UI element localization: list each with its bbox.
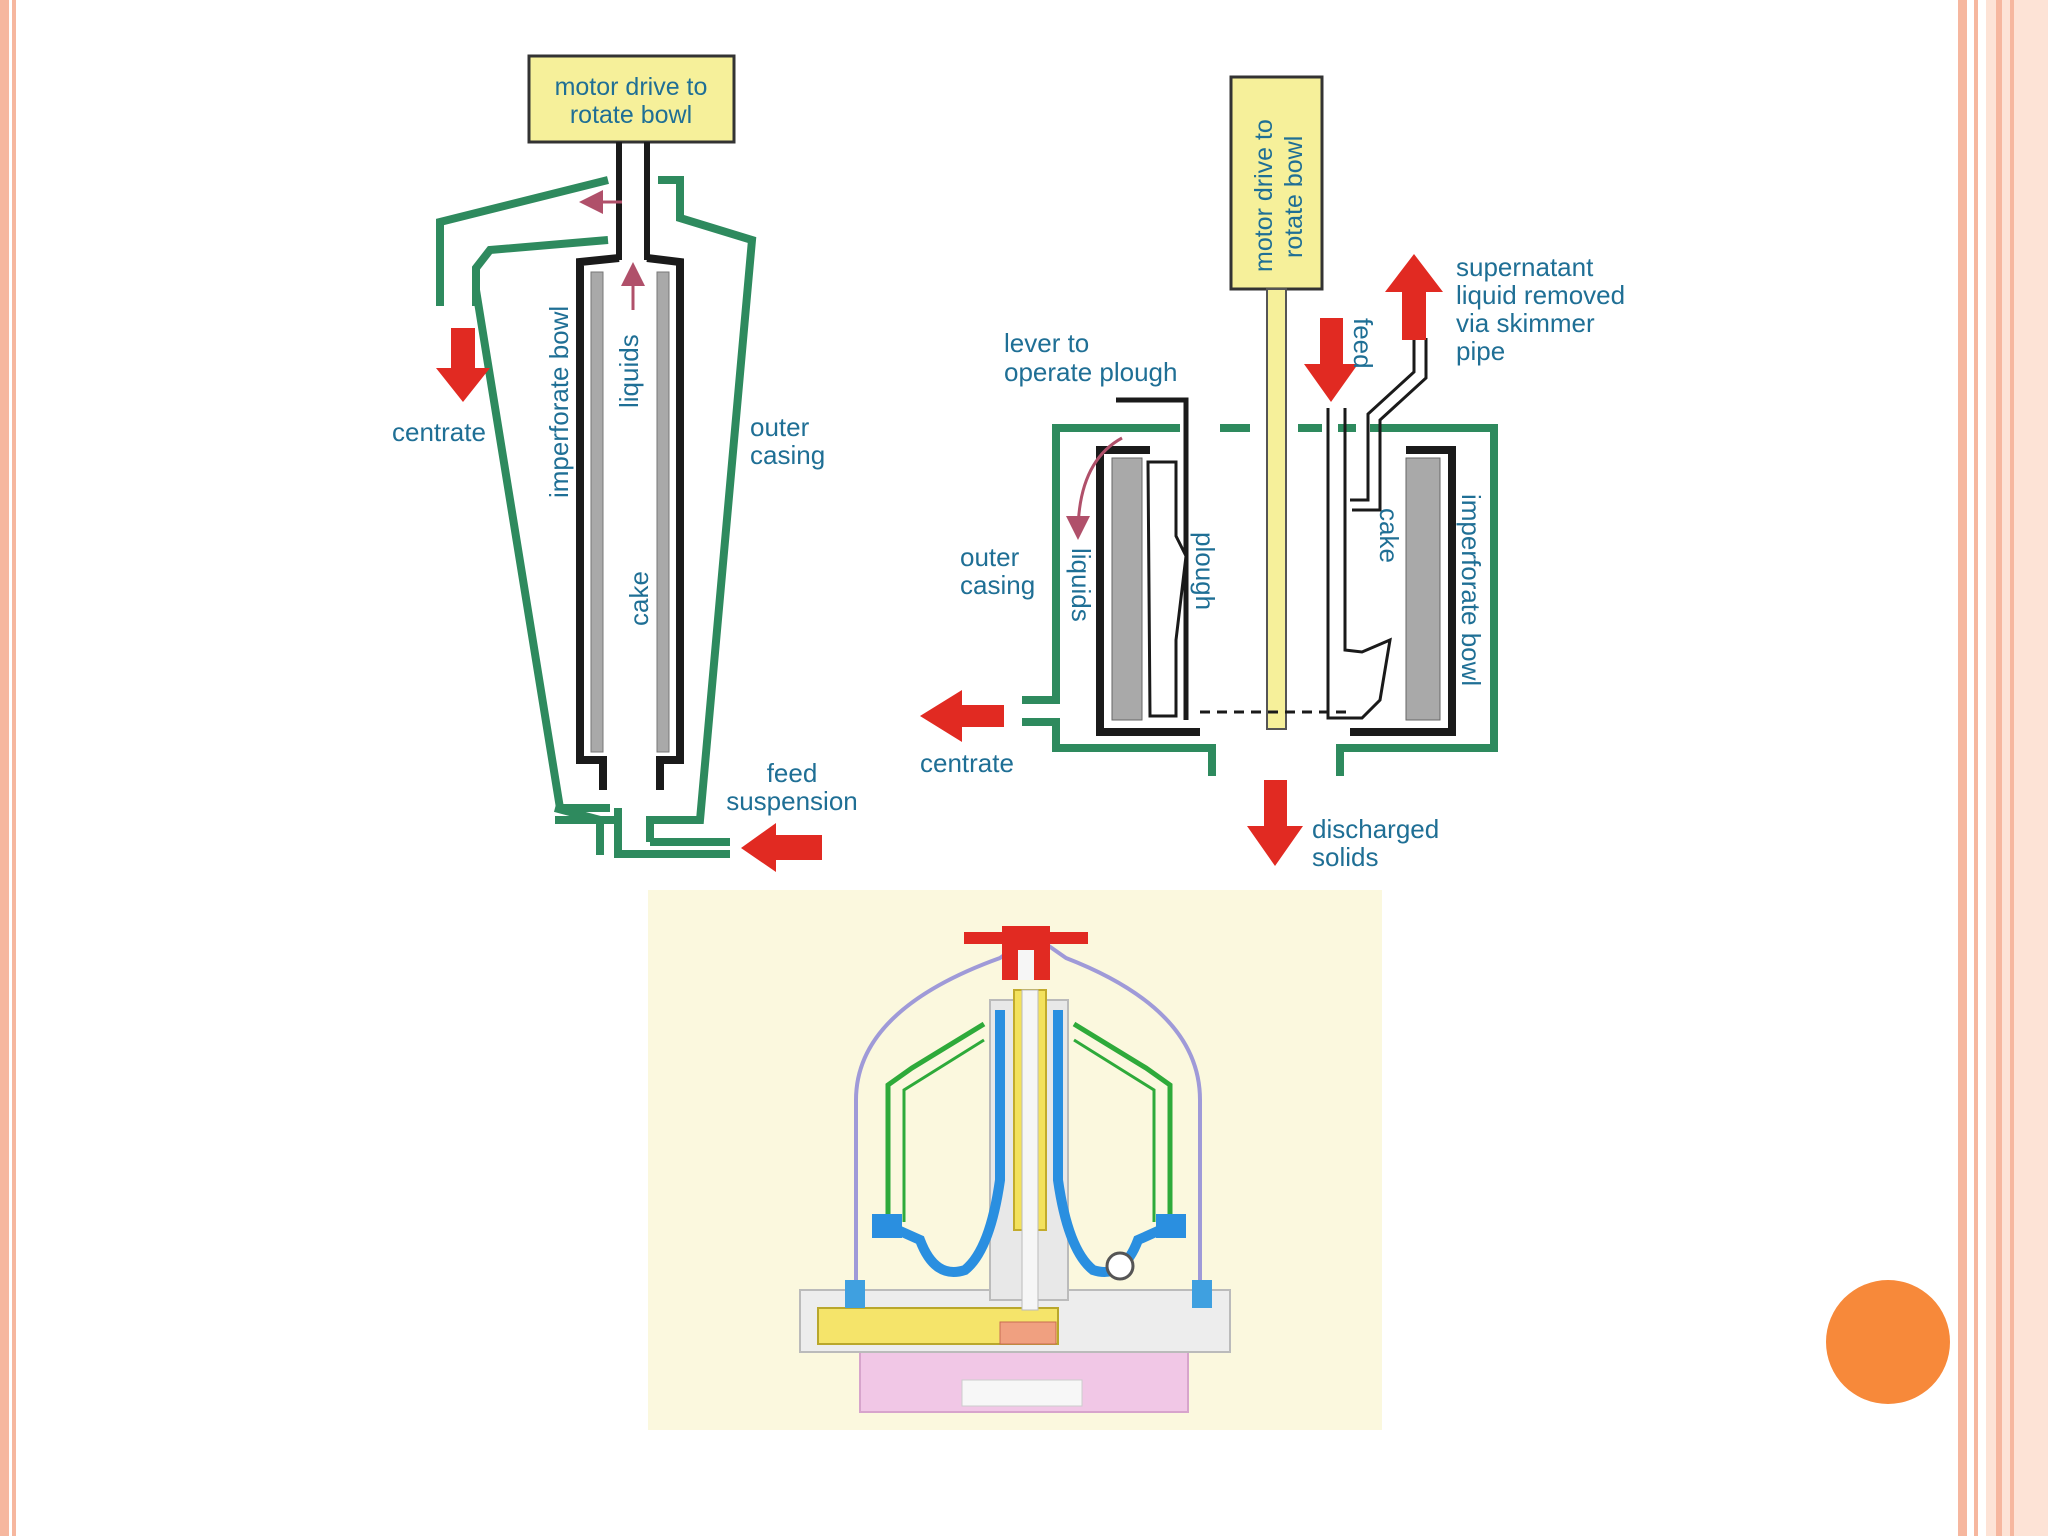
frame-stripe	[1996, 0, 2002, 1536]
cake-label: cake	[624, 571, 654, 626]
motor-drive-label: motor drive to	[555, 73, 708, 101]
feed-arrow	[1304, 318, 1358, 402]
frame-stripe	[2010, 0, 2014, 1536]
outer-casing	[436, 176, 757, 858]
slide-accent-dot	[1826, 1280, 1950, 1404]
green-disc-holder	[902, 1038, 985, 1222]
skimmer-pipe	[1352, 338, 1428, 512]
plough-lever	[1116, 397, 1189, 720]
outer-casing-label: casing	[750, 440, 825, 470]
cake-layer	[590, 271, 604, 753]
frame-stripe	[1958, 0, 1967, 1536]
centrate-label: centrate	[392, 417, 486, 447]
blue-distributor	[877, 1010, 1005, 1277]
discharged-solids-label: discharged	[1312, 814, 1439, 844]
motor-drive-label: rotate bowl	[1280, 136, 1308, 258]
tubular-centrifuge-diagram: motor drive to rotate bowl	[392, 54, 858, 872]
top-fitting-core	[1018, 950, 1034, 980]
imperforate-bowl-label: imperforate bowl	[1456, 494, 1486, 686]
plough-centrifuge-diagram: motor drive to rotate bowl	[920, 75, 1625, 872]
frame-stripe	[1974, 0, 1978, 1536]
blue-bracket	[1156, 1214, 1186, 1238]
supernatant-label: via skimmer	[1456, 308, 1595, 338]
skimmer-pipe	[1350, 338, 1416, 502]
discharged-solids-label: solids	[1312, 842, 1378, 872]
centrate-arrow	[436, 328, 490, 402]
frame-stripe	[0, 0, 9, 1536]
feed-suspension-label: suspension	[726, 786, 858, 816]
liquids-flow-arrow	[1066, 436, 1123, 540]
feed-pipe	[1326, 408, 1392, 720]
feed-suspension-label: feed	[767, 758, 818, 788]
plough-label: plough	[1190, 532, 1220, 610]
imperforate-bowl	[1096, 446, 1456, 736]
outer-casing	[1022, 424, 1498, 776]
liquids-label: liquids	[614, 334, 644, 408]
cake-layer	[656, 271, 670, 753]
cake-layer	[1111, 457, 1143, 721]
green-disc-holder	[885, 1021, 986, 1222]
ball-valve	[1105, 1251, 1135, 1281]
bowl-cover-base	[845, 1280, 865, 1308]
outer-casing-label: outer	[960, 542, 1020, 572]
imperforate-bowl-label: imperforate bowl	[544, 306, 574, 498]
frame-stripe	[12, 0, 16, 1536]
supernatant-label: supernatant	[1456, 252, 1594, 282]
base-slots	[961, 1379, 1083, 1407]
liquids-label: liquids	[1066, 548, 1096, 622]
lever-label: lever to	[1004, 328, 1089, 358]
centrate-arrow	[920, 690, 1004, 742]
bowl-cover-base	[1192, 1280, 1212, 1308]
centre-shaft-core	[1021, 989, 1039, 1311]
cake-layer	[1405, 457, 1441, 721]
outer-casing-label: outer	[750, 412, 810, 442]
imperforate-bowl	[576, 254, 684, 790]
drive-spindle-red	[999, 1321, 1057, 1345]
cake-label: cake	[1374, 508, 1404, 563]
motor-drive-box	[1229, 75, 1324, 291]
supernatant-label: liquid removed	[1456, 280, 1625, 310]
blue-bracket	[872, 1214, 902, 1238]
supernatant-arrow	[1385, 254, 1443, 340]
plough	[1146, 460, 1188, 718]
supernatant-label: pipe	[1456, 336, 1505, 366]
motor-drive-label: rotate bowl	[570, 101, 692, 129]
feed-arrow	[741, 823, 822, 872]
disc-centrifuge-cross-section	[648, 890, 1382, 1430]
green-disc-holder	[1073, 1038, 1156, 1222]
discharged-solids-arrow	[1247, 780, 1303, 866]
drive-shaft	[1266, 288, 1287, 730]
feed-label: feed	[1348, 318, 1378, 369]
lever-label: operate plough	[1004, 357, 1177, 387]
motor-drive-label: motor drive to	[1250, 119, 1278, 272]
green-disc-holder	[1072, 1021, 1173, 1222]
motor-drive-box	[527, 54, 736, 144]
outer-casing-label: casing	[960, 570, 1035, 600]
centrate-label: centrate	[920, 748, 1014, 778]
